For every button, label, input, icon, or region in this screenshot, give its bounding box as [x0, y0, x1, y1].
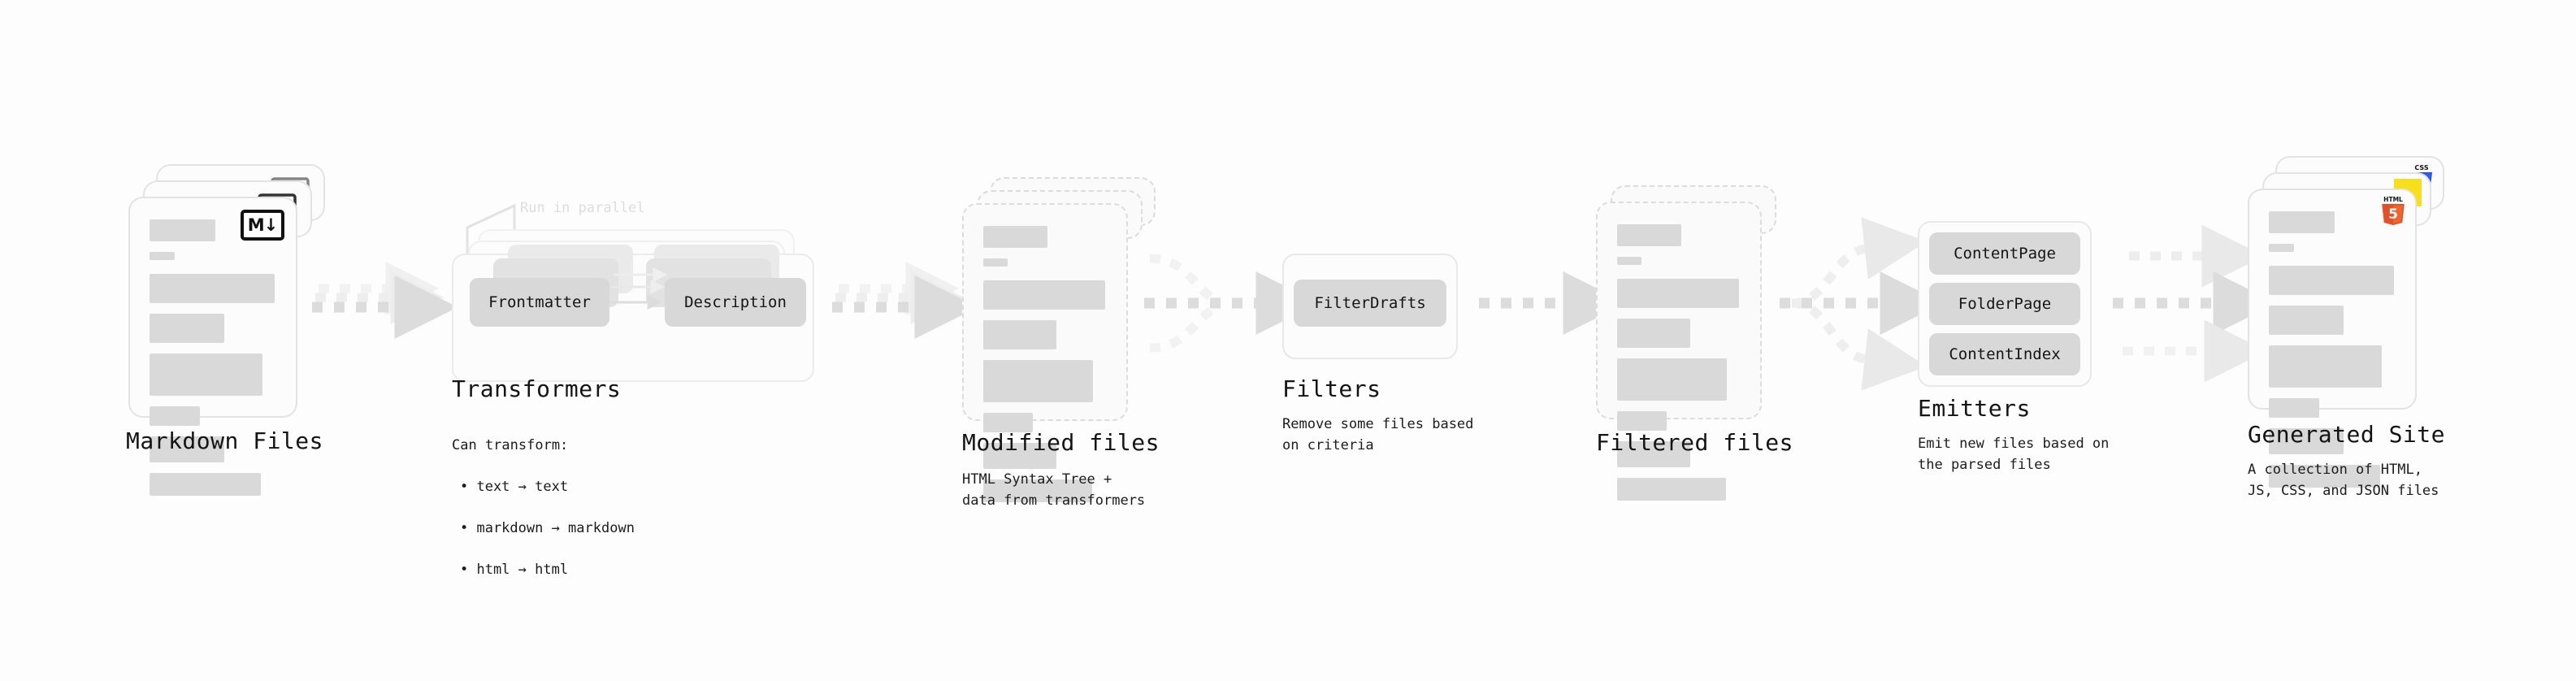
svg-text:CSS: CSS: [2414, 164, 2428, 171]
arrow-filtered-to-emitters: [1780, 217, 1944, 391]
skeleton-line: [2269, 345, 2382, 388]
skeleton-subtitle: [150, 252, 176, 260]
skeleton-title: [150, 219, 216, 241]
skeleton-line: [983, 413, 1033, 432]
arrow-modified-to-filters: [1144, 254, 1320, 353]
filtered-card-front: [1596, 202, 1762, 501]
skeleton-line: [2269, 398, 2320, 418]
run-in-parallel-annotation: Run in parallel: [520, 200, 645, 216]
modified-card-front: [962, 203, 1128, 502]
transformers-desc-line: • text → text: [460, 478, 569, 495]
skeleton-line: [150, 274, 275, 303]
emitter-chip-contentindex[interactable]: ContentIndex: [1929, 333, 2080, 375]
skeleton-line: [150, 473, 262, 496]
skeleton-line: [983, 280, 1106, 310]
emitter-chip-contentpage[interactable]: ContentPage: [1929, 232, 2080, 275]
skeleton-line: [1617, 279, 1740, 308]
stage-label-filters: Filters: [1282, 375, 1381, 402]
skeleton-line: [983, 360, 1094, 402]
skeleton-line: [1617, 411, 1667, 431]
stage-label-transformers: Transformers: [452, 375, 622, 402]
arrow-transformers-to-modified: [832, 262, 978, 339]
transformers-desc-line: Can transform:: [452, 436, 569, 453]
skeleton-title: [983, 226, 1048, 248]
markdown-icon: M↓: [241, 210, 284, 241]
filtered-card-skeleton: [1598, 203, 1760, 501]
transformer-chip-frontmatter-label: Frontmatter: [488, 293, 591, 311]
skeleton-line: [150, 406, 201, 426]
skeleton-subtitle: [2269, 244, 2295, 252]
skeleton-subtitle: [983, 258, 1008, 267]
arrow-emitters-to-site: [2113, 224, 2277, 383]
site-card-skeleton: [2249, 190, 2415, 488]
markdown-card-front: M↓: [128, 197, 297, 496]
transformers-desc-line: • html → html: [460, 561, 569, 578]
emitter-chip-folderpage[interactable]: FolderPage: [1929, 283, 2080, 325]
emitters-description: Emit new files based on the parsed files: [1918, 436, 2110, 473]
filter-chip-filterdrafts[interactable]: FilterDrafts: [1294, 280, 1446, 327]
stage-label-emitters: Emitters: [1918, 395, 2031, 422]
stage-label-filtered-files: Filtered files: [1596, 429, 1794, 456]
markdown-card-skeleton: [130, 198, 296, 496]
skeleton-line: [150, 436, 225, 462]
emitter-chip-folderpage-label: FolderPage: [1958, 295, 2052, 313]
skeleton-line: [2269, 428, 2344, 454]
svg-text:5: 5: [2388, 206, 2398, 223]
skeleton-line: [1617, 319, 1690, 348]
transformers-description: Can transform: • text → text • markdown …: [452, 414, 720, 601]
skeleton-line: [983, 320, 1056, 349]
svg-text:HTML: HTML: [2383, 196, 2403, 203]
html5-icon: HTML 5: [2382, 196, 2405, 225]
transformers-desc-line: • markdown → markdown: [460, 519, 635, 536]
skeleton-line: [150, 314, 225, 343]
skeleton-line: [983, 443, 1056, 469]
stage-label-generated-site: Generated Site: [2248, 421, 2446, 448]
modified-files-description: HTML Syntax Tree + data from transformer…: [962, 471, 1146, 509]
skeleton-line: [2269, 465, 2381, 488]
modified-card-skeleton: [964, 205, 1126, 502]
skeleton-line: [1617, 441, 1690, 467]
transformer-chip-description-label: Description: [684, 293, 787, 311]
site-card-front: HTML 5: [2248, 189, 2417, 488]
stage-label-markdown-files: Markdown Files: [126, 427, 324, 454]
skeleton-title: [2269, 211, 2335, 233]
skeleton-line: [2269, 306, 2344, 335]
stage-label-modified-files: Modified files: [962, 429, 1160, 456]
emitter-chip-contentpage-label: ContentPage: [1954, 245, 2056, 262]
transformer-chip-frontmatter[interactable]: Frontmatter: [470, 278, 609, 327]
emitter-chip-contentindex-label: ContentIndex: [1949, 345, 2061, 363]
skeleton-line: [1617, 478, 1726, 501]
skeleton-subtitle: [1617, 257, 1642, 265]
skeleton-title: [1617, 224, 1682, 246]
skeleton-line: [1617, 358, 1728, 401]
skeleton-line: [983, 479, 1092, 502]
filters-description: Remove some files based on criteria: [1282, 416, 1474, 453]
skeleton-line: [150, 354, 262, 396]
arrow-markdown-to-transformers: [312, 262, 458, 339]
skeleton-line: [2269, 266, 2395, 295]
transformer-chip-description[interactable]: Description: [665, 278, 806, 327]
filter-chip-filterdrafts-label: FilterDrafts: [1314, 294, 1426, 312]
generated-site-description: A collection of HTML, JS, CSS, and JSON …: [2248, 462, 2439, 499]
